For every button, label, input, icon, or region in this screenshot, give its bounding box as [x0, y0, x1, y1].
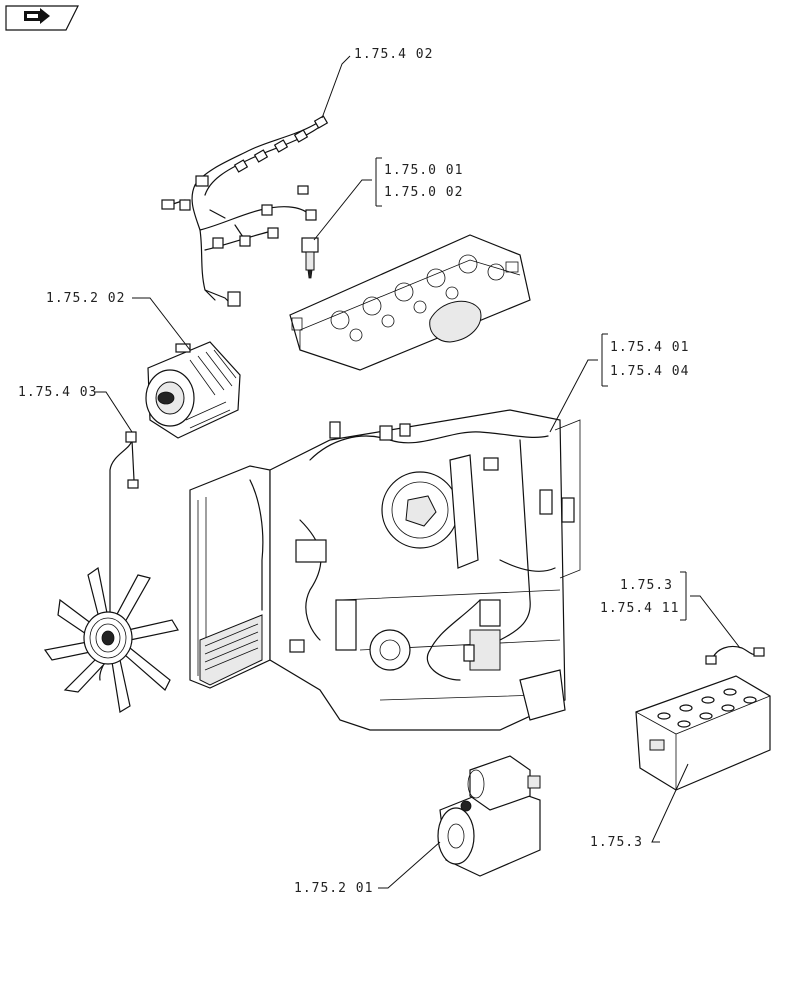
label-battery-cable-b[interactable]: 1.75.4 11	[600, 601, 679, 616]
battery-cable[interactable]	[705, 645, 765, 665]
label-battery[interactable]: 1.75.3	[590, 835, 643, 850]
sensor[interactable]	[301, 237, 319, 279]
starter-motor[interactable]	[437, 755, 541, 877]
battery[interactable]	[635, 675, 771, 791]
fan-cable[interactable]	[99, 431, 139, 681]
cylinder-head	[289, 234, 531, 371]
label-harness-top[interactable]: 1.75.4 02	[354, 47, 433, 62]
alternator[interactable]	[145, 341, 241, 439]
leader-lines	[94, 55, 741, 889]
fan-assembly	[43, 566, 179, 713]
label-sensor-b[interactable]: 1.75.0 02	[384, 185, 463, 200]
engine-assembly	[189, 409, 581, 731]
label-sensor-a[interactable]: 1.75.0 01	[384, 163, 463, 178]
label-starter[interactable]: 1.75.2 01	[294, 881, 373, 896]
label-battery-cable-a[interactable]: 1.75.3	[620, 578, 673, 593]
label-engine-harness-b[interactable]: 1.75.4 04	[610, 364, 689, 379]
label-fan-cable[interactable]: 1.75.4 03	[18, 385, 97, 400]
reference-labels: 1.75.4 02 1.75.0 01 1.75.0 02 1.75.2 02 …	[18, 47, 689, 896]
label-engine-harness-a[interactable]: 1.75.4 01	[610, 340, 689, 355]
injector-wiring-harness[interactable]	[161, 115, 329, 307]
next-page-button[interactable]	[5, 5, 79, 31]
next-page-icon	[24, 8, 50, 24]
label-alternator[interactable]: 1.75.2 02	[46, 291, 125, 306]
